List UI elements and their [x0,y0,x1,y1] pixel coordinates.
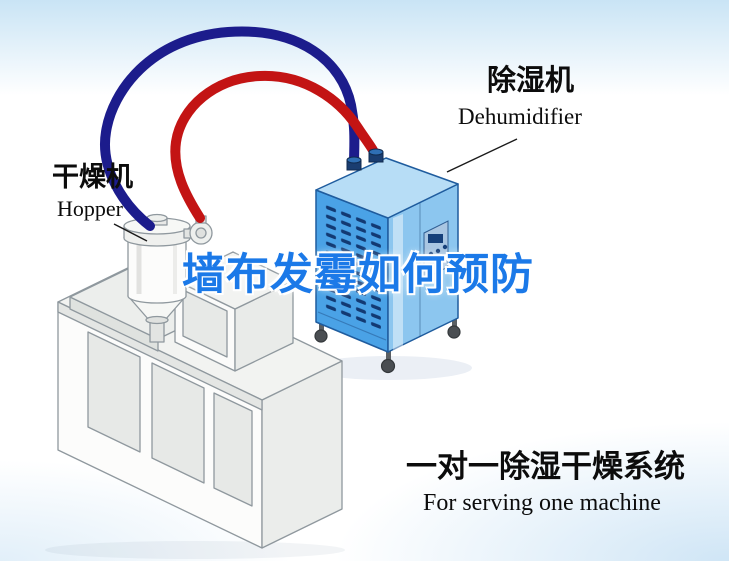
cabinet-panel [182,289,228,358]
system-caption-en: For serving one machine [423,490,661,516]
machine-cabinet [174,251,294,372]
control-button [435,248,441,254]
supply-air-hose [100,26,360,231]
hopper-body [127,237,187,304]
dehumidifier-label-en: Dehumidifier [458,104,582,129]
hose-fitting-top [368,148,384,156]
hopper-label-zh: 干燥机 [52,162,133,192]
blower-hub [195,227,207,239]
dehumidifier-leader-line [446,138,518,173]
machine-shadow [45,541,345,559]
hopper-flange [145,315,169,325]
hose-fittings [346,148,384,171]
control-button [428,251,434,257]
system-caption-zh: 一对一除湿干燥系统 [406,449,685,484]
return-air-hose [170,70,381,223]
dehumidifier-label-zh: 除湿机 [487,65,575,97]
hopper-dryer-unit [123,213,213,343]
machine-door-panel [87,331,141,453]
cabinet-top-face [174,251,294,310]
machine-top-rail [57,301,263,411]
machine-door-panel [213,392,253,507]
machine-door-panel [151,362,205,484]
control-button [442,244,448,250]
dehumidifier-vent-grille [324,202,381,332]
side-hinge-strip [393,214,403,350]
hose-fitting-top [346,156,362,164]
hopper-leader-line [113,223,148,242]
control-display [428,234,443,243]
dehumidifier-top-face [315,157,459,219]
watermark-title: 墙布发霉如何预防 [182,251,534,299]
hopper-label-en: Hopper [57,196,123,221]
control-panel [423,220,449,280]
dehumidifier-cabinet [314,157,461,374]
caster-wheels [314,318,461,374]
front-door-seam [317,311,387,341]
